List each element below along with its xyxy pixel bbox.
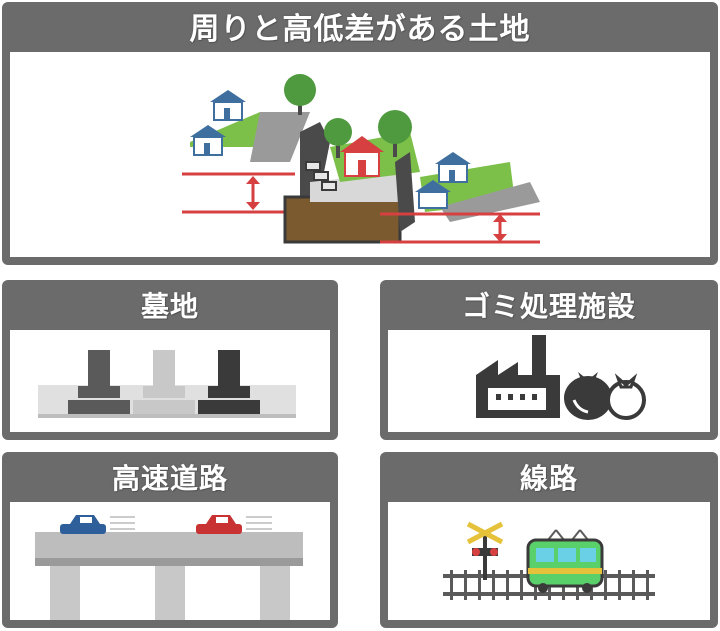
card-railway: 線路 bbox=[380, 452, 718, 628]
left-slope bbox=[250, 112, 310, 162]
right-wall bbox=[395, 152, 415, 232]
house-icon bbox=[415, 180, 451, 209]
tree-icon bbox=[324, 118, 352, 158]
card-title-cemetery: 墓地 bbox=[140, 290, 199, 323]
highway-pillar bbox=[155, 566, 185, 620]
waste-illustration bbox=[476, 335, 646, 420]
card-cemetery: 墓地 bbox=[2, 280, 338, 440]
garbage-bag-icon bbox=[606, 373, 646, 420]
car-icon bbox=[196, 515, 272, 534]
train-icon bbox=[526, 529, 604, 593]
garbage-bag-icon bbox=[564, 372, 612, 420]
card-body-cemetery bbox=[10, 330, 330, 432]
cemetery-illustration bbox=[38, 350, 296, 418]
card-title-railway: 線路 bbox=[519, 462, 578, 495]
card-waste: ゴミ処理施設 bbox=[380, 280, 718, 440]
soil-block bbox=[283, 195, 402, 244]
factory-icon bbox=[476, 335, 560, 418]
steps bbox=[305, 161, 337, 191]
gravestone-icon bbox=[198, 350, 260, 414]
tree-icon bbox=[378, 110, 412, 157]
central-plateau bbox=[310, 172, 410, 202]
card-body-highway bbox=[10, 502, 330, 620]
railway-illustration bbox=[443, 521, 655, 600]
tree-icon bbox=[284, 74, 316, 115]
card-body-elevation bbox=[10, 52, 710, 257]
highway-pillar bbox=[50, 566, 80, 620]
card-title-waste: ゴミ処理施設 bbox=[461, 290, 636, 323]
right-road bbox=[440, 182, 540, 222]
house-icon bbox=[340, 136, 384, 177]
card-body-railway bbox=[388, 502, 710, 620]
railroad-crossing-icon bbox=[466, 521, 504, 580]
card-highway: 高速道路 bbox=[2, 452, 338, 628]
elevation-illustration bbox=[182, 74, 540, 244]
car-icon bbox=[60, 515, 135, 534]
arrow-up-down-icon bbox=[246, 176, 260, 210]
gravestone-icon bbox=[133, 350, 195, 414]
card-elevation: 周りと高低差がある土地 bbox=[2, 2, 718, 265]
arrow-up-down-icon bbox=[493, 214, 507, 242]
card-title-elevation: 周りと高低差がある土地 bbox=[189, 12, 531, 47]
house-icon bbox=[210, 90, 246, 121]
highway-illustration bbox=[35, 515, 303, 620]
card-title-highway: 高速道路 bbox=[111, 462, 228, 495]
house-icon bbox=[435, 152, 471, 183]
highway-pillar bbox=[260, 566, 290, 620]
highway-deck bbox=[35, 532, 303, 558]
gravestone-icon bbox=[68, 350, 130, 414]
house-icon bbox=[190, 125, 226, 156]
card-body-waste bbox=[388, 330, 710, 432]
